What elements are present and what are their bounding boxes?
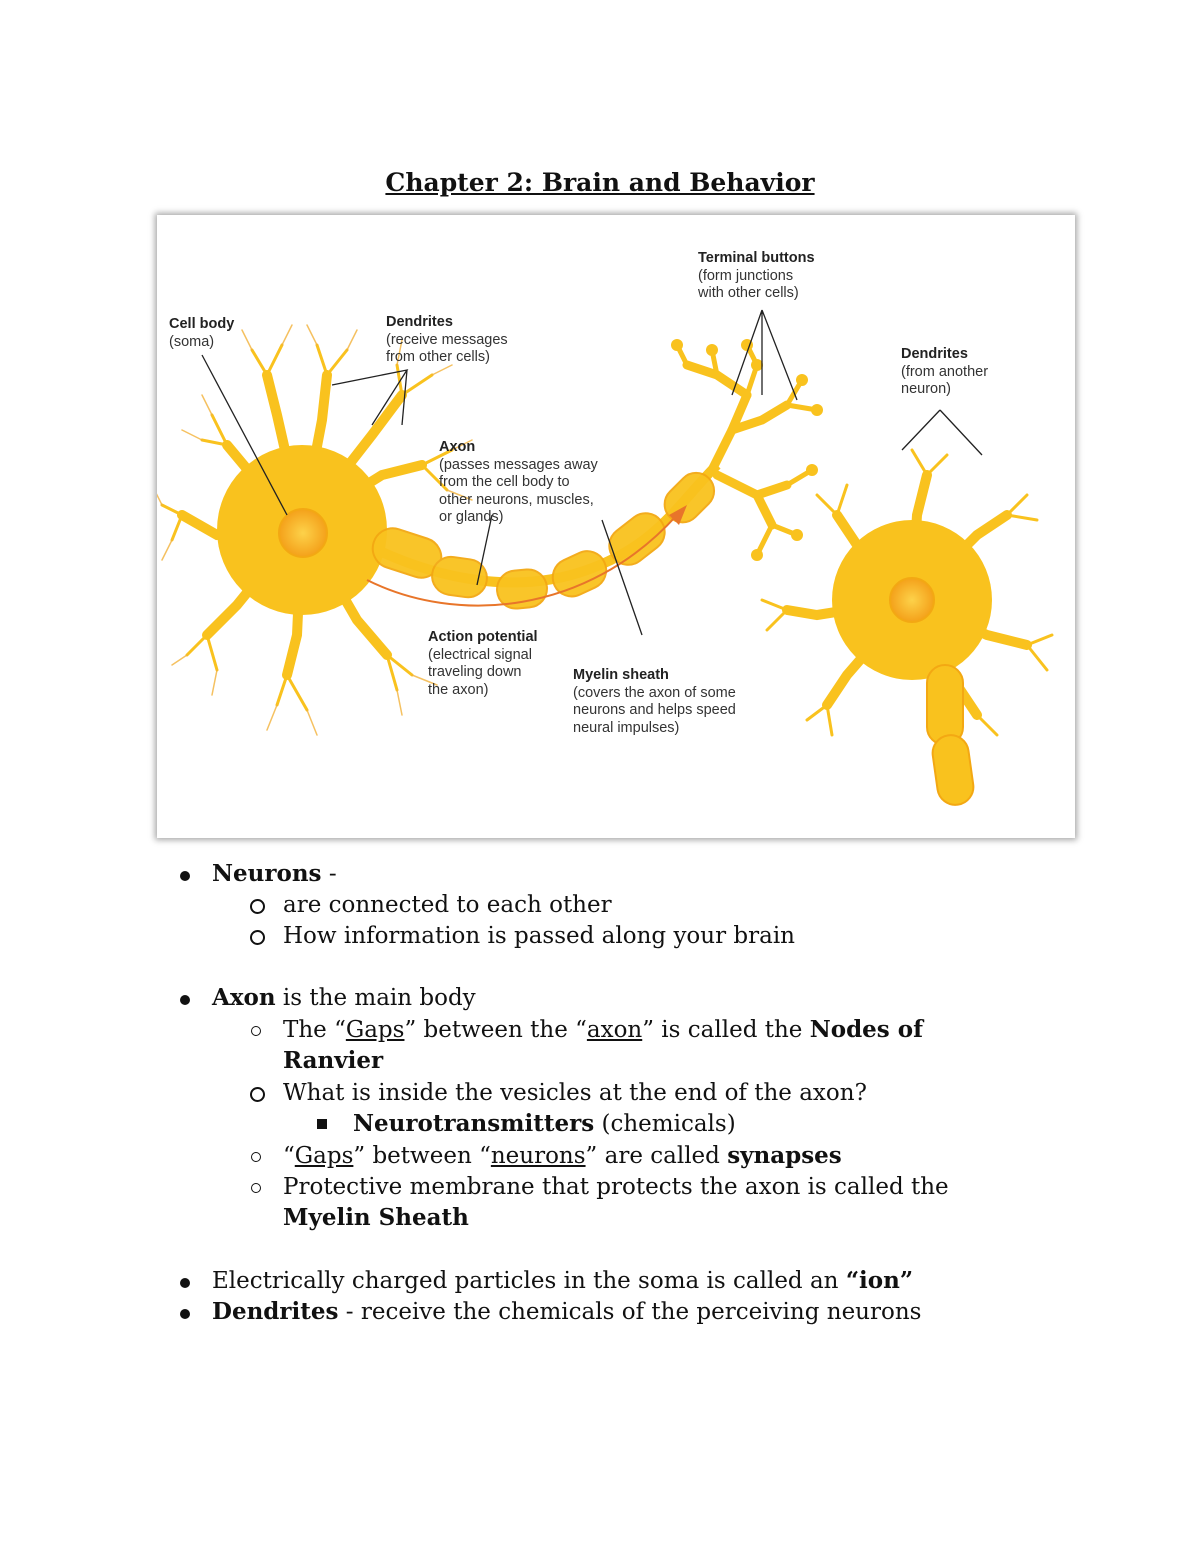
- sub-bullet: [251, 1026, 261, 1036]
- note-synapses: “Gaps” between “neurons” are called syna…: [283, 1142, 842, 1169]
- note-neurons: Neurons -: [212, 860, 337, 887]
- sub-bullet: [250, 1087, 265, 1102]
- note-ranvier: Ranvier: [283, 1047, 384, 1074]
- label-action-sub-3: the axon): [428, 682, 488, 698]
- label-axon-sub-1: (passes messages away: [439, 457, 599, 473]
- label-dendrites-sub-2: from other cells): [386, 349, 490, 365]
- label-axon: Axon: [439, 439, 475, 455]
- page-title: Chapter 2: Brain and Behavior: [385, 168, 815, 197]
- label-action-sub-1: (electrical signal: [428, 647, 532, 663]
- sub-bullet: [251, 1152, 261, 1162]
- bullet: [180, 1278, 190, 1288]
- note-myelin: Protective membrane that protects the ax…: [283, 1174, 949, 1200]
- label-axon-sub-3: other neurons, muscles,: [439, 492, 594, 508]
- bullet: [180, 1309, 190, 1319]
- bullet: [180, 995, 190, 1005]
- label-dendrites-sub-1: (receive messages: [386, 332, 508, 348]
- label-axon-sub-2: from the cell body to: [439, 474, 570, 490]
- label-dendrites-2: Dendrites: [901, 346, 968, 362]
- neuron-diagram: Cell body (soma) Dendrites (receive mess…: [157, 215, 1075, 838]
- term-neurons: Neurons: [212, 860, 322, 887]
- label-cell-body: Cell body: [169, 316, 234, 332]
- sub-bullet: [250, 899, 265, 914]
- label-myelin-sub-3: neural impulses): [573, 720, 679, 736]
- label-myelin-sheath: Myelin sheath: [573, 667, 669, 683]
- note-myelin-term: Myelin Sheath: [283, 1204, 469, 1231]
- label-action-sub-2: traveling down: [428, 664, 522, 680]
- label-action-potential: Action potential: [428, 629, 538, 645]
- sub-bullet: [250, 930, 265, 945]
- bullet: [180, 871, 190, 881]
- label-terminal-sub-2: with other cells): [697, 285, 799, 301]
- label-terminal-sub-1: (form junctions: [698, 268, 793, 284]
- note-ion: Electrically charged particles in the so…: [212, 1267, 914, 1294]
- label-myelin-sub-1: (covers the axon of some: [573, 685, 736, 701]
- note-dendrites: Dendrites - receive the chemicals of the…: [212, 1298, 922, 1325]
- note-neurons-sub-1: are connected to each other: [283, 892, 612, 918]
- label-terminal-buttons: Terminal buttons: [698, 250, 815, 266]
- label-myelin-sub-2: neurons and helps speed: [573, 702, 736, 718]
- note-neurotransmitters: Neurotransmitters (chemicals): [353, 1110, 736, 1137]
- label-dendrites: Dendrites: [386, 314, 453, 330]
- note-neurons-sub-2: How information is passed along your bra…: [283, 923, 795, 949]
- note-vesicles: What is inside the vesicles at the end o…: [283, 1080, 867, 1106]
- note-gaps-ranvier: The “Gaps” between the “axon” is called …: [283, 1016, 923, 1043]
- label-dendrites-2-sub-1: (from another: [901, 364, 988, 380]
- label-axon-sub-4: or glands): [439, 509, 503, 525]
- label-cell-body-sub: (soma): [169, 334, 214, 350]
- sub-bullet: [251, 1183, 261, 1193]
- sub-sub-bullet: [317, 1119, 327, 1129]
- note-axon: Axon is the main body: [212, 984, 476, 1011]
- label-dendrites-2-sub-2: neuron): [901, 381, 951, 397]
